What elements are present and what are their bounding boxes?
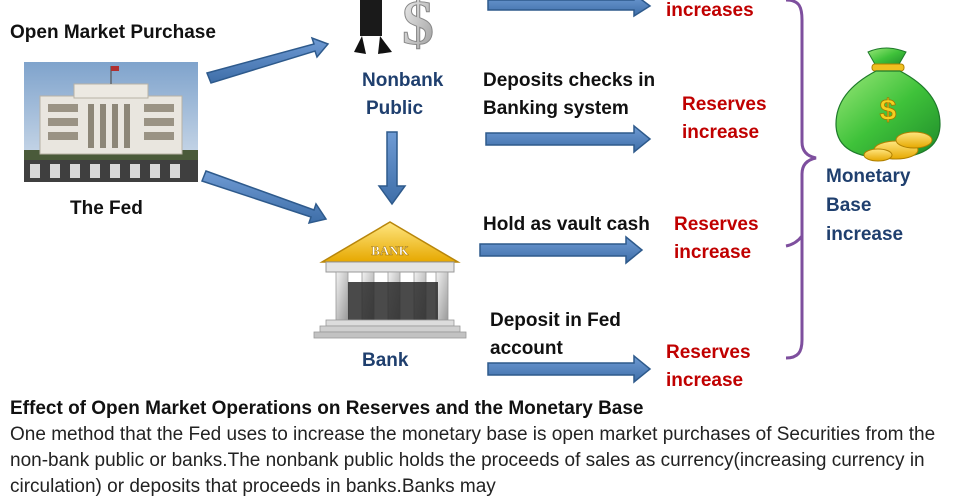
- reserves-increase-1-line2: increase: [682, 122, 760, 143]
- deposit-fed-label-line1: Deposit in Fed: [490, 310, 621, 331]
- money-bag-icon: $: [835, 47, 941, 162]
- nonbank-public-label-line2: Public: [366, 98, 424, 119]
- deposit-fed-label-line2: account: [490, 338, 563, 359]
- bank-label: Bank: [362, 350, 409, 371]
- reserves-increase-3-line2: increase: [666, 370, 744, 391]
- open-market-purchase-label: Open Market Purchase: [10, 22, 216, 43]
- currency-increases-label: increases: [666, 0, 754, 21]
- deposits-checks-label-line1: Deposits checks in: [483, 70, 656, 91]
- caption-title: Effect of Open Market Operations on Rese…: [10, 398, 644, 419]
- caption-block: Effect of Open Market Operations on Rese…: [10, 396, 955, 500]
- reserves-increase-1-line1: Reserves: [682, 94, 767, 115]
- monetary-base-label-line3: increase: [826, 224, 904, 245]
- arrow-currency: [487, 0, 652, 18]
- diagram-canvas: $ BANK $: [24, 0, 941, 384]
- monetary-base-label-line1: Monetary: [826, 166, 911, 187]
- monetary-base-label-line2: Base: [826, 195, 872, 216]
- deposits-checks-label-line2: Banking system: [483, 98, 629, 119]
- arrow-fed-to-public: [205, 36, 330, 84]
- bank-building-icon: BANK: [313, 221, 467, 339]
- arrow-vault-cash: [479, 235, 644, 265]
- person-icon: [354, 0, 392, 54]
- reserves-increase-2-line2: increase: [674, 242, 752, 263]
- arrow-fed-to-bank: [201, 170, 328, 225]
- arrows: [201, 0, 652, 384]
- svg-text:BANK: BANK: [371, 243, 409, 258]
- caption-body: One method that the Fed uses to increase…: [10, 424, 936, 497]
- dollar-sign-icon: $: [402, 0, 434, 58]
- arrow-deposits-checks: [485, 124, 652, 154]
- reserves-increase-3-line1: Reserves: [666, 342, 751, 363]
- hold-vault-cash-label: Hold as vault cash: [483, 214, 650, 235]
- nonbank-public-label-line1: Nonbank: [362, 70, 444, 91]
- svg-text:$: $: [880, 94, 897, 127]
- the-fed-label: The Fed: [70, 198, 143, 219]
- curly-brace: [785, 0, 817, 360]
- reserves-increase-2-line1: Reserves: [674, 214, 759, 235]
- fed-building-image: [24, 62, 198, 182]
- arrow-public-to-bank: [377, 131, 407, 206]
- brace-joint: [785, 235, 804, 248]
- arrow-deposit-fed: [487, 354, 652, 384]
